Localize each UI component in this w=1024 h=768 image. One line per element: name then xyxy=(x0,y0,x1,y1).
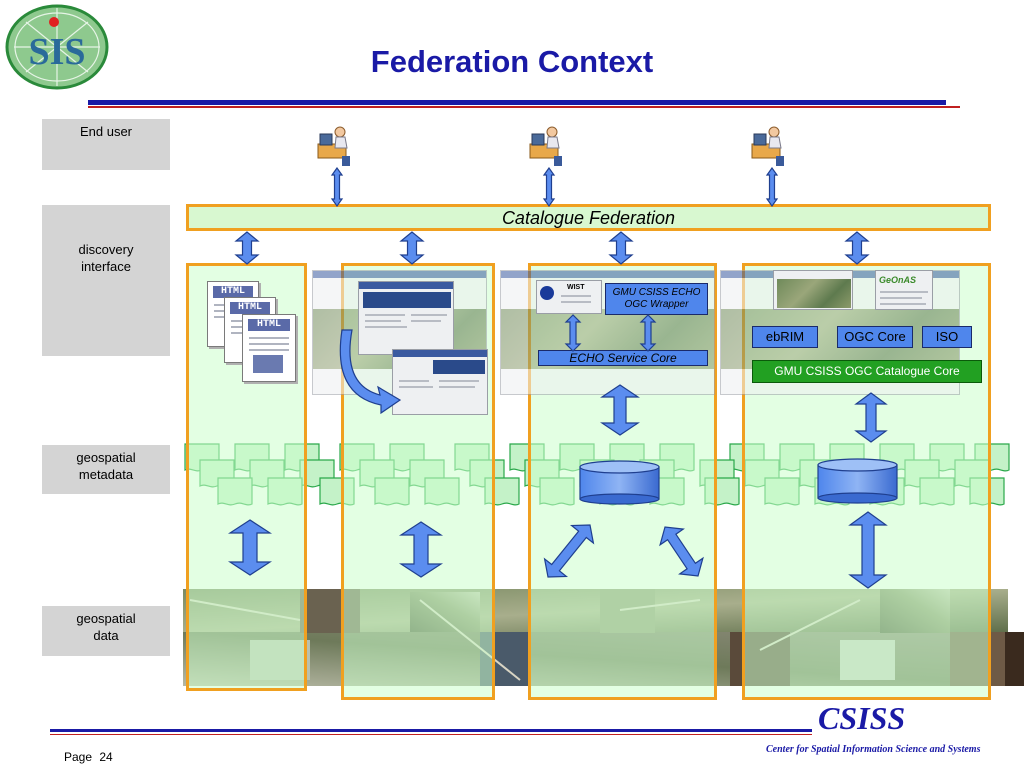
ogc-catalogue-core-label: GMU CSISS OGC Catalogue Core xyxy=(774,364,960,378)
profile-ebrim-label: ebRIM xyxy=(765,329,805,344)
row-label-metadata-line1: geospatial xyxy=(76,450,136,465)
federation-column-arrow xyxy=(844,231,870,265)
header-rule-red xyxy=(88,106,960,108)
profile-ogc-core: OGC Core xyxy=(837,326,913,348)
core-database-arrow xyxy=(854,392,888,443)
footer-brand: CSISS xyxy=(818,700,906,736)
federation-column-arrow xyxy=(608,231,634,265)
profile-ebrim: ebRIM xyxy=(752,326,818,348)
html-page-label: HTML xyxy=(230,302,270,314)
logo-text: SIS xyxy=(28,31,86,73)
profile-iso: ISO xyxy=(922,326,972,348)
catalogue-federation-bar: Catalogue Federation xyxy=(186,204,991,231)
geonas-screenshot: GeOnAS xyxy=(875,270,933,310)
html-page-label: HTML xyxy=(213,286,253,298)
row-label-discovery-line1: discovery xyxy=(78,242,134,257)
row-label-data-line1: geospatial xyxy=(76,611,136,626)
page-number: Page 24 xyxy=(64,750,113,764)
federation-column-arrow xyxy=(399,231,425,265)
metadata-data-arrow xyxy=(848,511,888,589)
federation-column-arrow xyxy=(234,231,260,265)
row-label-data-line2: data xyxy=(93,628,119,643)
wrapper-core-arrow xyxy=(564,314,582,352)
ogc-catalogue-core: GMU CSISS OGC Catalogue Core xyxy=(752,360,982,383)
catalogue-federation-label: Catalogue Federation xyxy=(501,208,676,228)
header-rule-blue xyxy=(88,100,946,105)
user-federation-arrow xyxy=(765,166,779,208)
metadata-data-arrow xyxy=(227,519,273,576)
end-user-icon xyxy=(751,126,784,166)
echo-screenshot-background xyxy=(500,270,715,395)
echo-service-core: ECHO Service Core xyxy=(538,350,708,366)
wist-label: WIST xyxy=(567,284,585,291)
row-label-discovery: discovery interface xyxy=(42,205,170,356)
wrapper-core-arrow xyxy=(639,314,657,352)
row-label-end-user: End user xyxy=(42,119,170,170)
portal-screenshot-2 xyxy=(392,349,488,415)
ogc-database-icon xyxy=(817,458,898,504)
row-label-metadata: geospatial metadata xyxy=(42,445,170,494)
csiss-logo: SIS xyxy=(4,4,110,90)
row-label-metadata-line2: metadata xyxy=(78,467,134,482)
page-number-label: Page xyxy=(64,750,93,764)
page-title: Federation Context xyxy=(370,44,654,79)
end-user-icon xyxy=(317,126,350,166)
profile-ogc-core-label: OGC Core xyxy=(844,329,906,344)
nasa-icon xyxy=(540,286,554,300)
footer-tagline: Center for Spatial Information Science a… xyxy=(766,744,981,755)
geonas-logo: GeOnAS xyxy=(879,275,917,285)
html-page-label: HTML xyxy=(248,319,290,331)
echo-ogc-wrapper-line1: GMU CSISS ECHO xyxy=(612,287,701,298)
html-page-3: HTML xyxy=(242,314,296,382)
footer-rule-blue xyxy=(50,729,812,732)
echo-ogc-wrapper: GMU CSISS ECHO OGC Wrapper xyxy=(605,283,708,315)
row-label-data: geospatial data xyxy=(42,606,170,656)
end-user-icon xyxy=(529,126,562,166)
footer-rule-red xyxy=(50,734,812,735)
page-number-value: 24 xyxy=(99,750,113,764)
user-federation-arrow xyxy=(542,166,556,208)
echo-service-core-label: ECHO Service Core xyxy=(569,351,677,365)
row-label-end-user-text: End user xyxy=(79,124,133,139)
metadata-data-arrow xyxy=(398,521,444,578)
database-data-arrow xyxy=(543,524,595,578)
echo-database-icon xyxy=(579,460,660,505)
database-data-arrow xyxy=(659,526,704,577)
map-viewer-screenshot xyxy=(773,270,853,310)
core-database-arrow xyxy=(600,384,640,436)
row-label-discovery-line2: interface xyxy=(81,259,131,274)
user-federation-arrow xyxy=(330,166,344,208)
wist-screenshot: WIST xyxy=(536,280,602,314)
portal-screenshot-1 xyxy=(358,281,454,355)
echo-ogc-wrapper-line2: OGC Wrapper xyxy=(624,299,689,310)
curved-arrow xyxy=(339,329,402,415)
profile-iso-label: ISO xyxy=(935,329,959,344)
